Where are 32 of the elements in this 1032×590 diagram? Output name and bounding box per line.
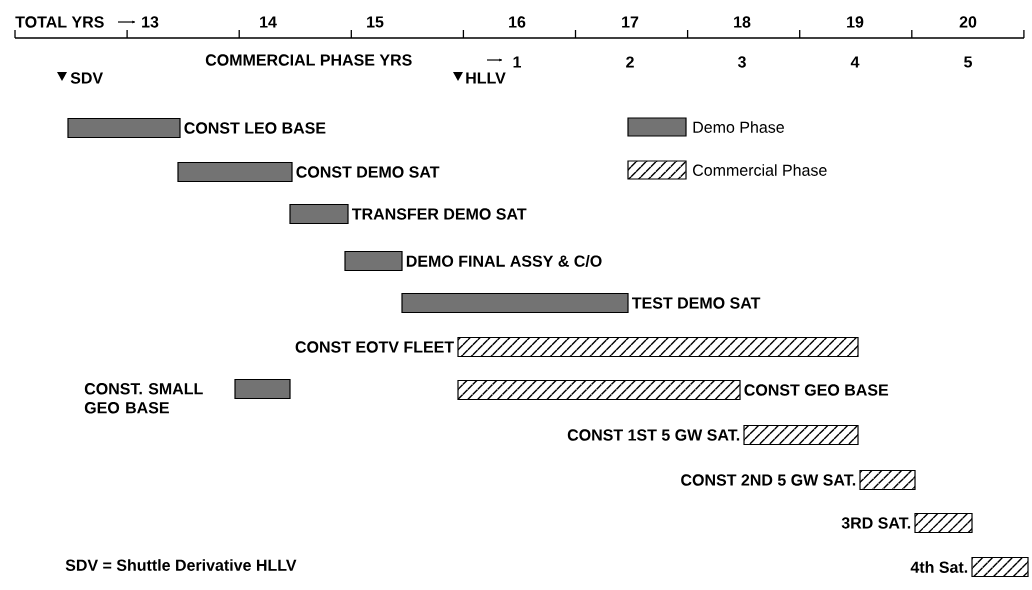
task-label: TRANSFER DEMO SAT <box>352 208 527 220</box>
year-number: 13 <box>142 16 159 28</box>
year-number: 19 <box>847 16 864 28</box>
year-number: 5 <box>964 56 972 68</box>
legend-label: Demo Phase <box>693 121 784 133</box>
task-label: CONST 2ND 5 GW SAT. <box>681 474 856 486</box>
marker-label: HLLV <box>466 72 506 84</box>
year-number: 3 <box>737 56 746 68</box>
year-number: 15 <box>367 16 384 28</box>
task-label: CONST EOTV FLEET <box>295 341 454 353</box>
axis-label: TOTAL YRS <box>15 16 104 28</box>
year-number: 18 <box>734 16 751 28</box>
year-number: 2 <box>626 56 634 68</box>
task-label: DEMO FINAL ASSY & C/O <box>406 255 602 267</box>
task-label: 3RD SAT. <box>841 517 911 529</box>
task-label: TEST DEMO SAT <box>632 297 761 309</box>
task-label: CONST GEO BASE <box>744 384 889 396</box>
axis-label: COMMERCIAL PHASE YRS <box>205 54 412 66</box>
note: SDV = Shuttle Derivative HLLV <box>65 559 297 571</box>
year-number: 17 <box>622 16 639 28</box>
year-number: 14 <box>260 16 277 28</box>
year-number: 16 <box>509 16 526 28</box>
task-label: CONST LEO BASE <box>184 122 326 134</box>
marker-label: SDV <box>70 72 103 84</box>
task-label: CONST. SMALL GEO BASE <box>84 383 203 414</box>
year-number: 4 <box>850 56 860 68</box>
year-number: 20 <box>959 16 977 28</box>
legend-label: Commercial Phase <box>693 164 827 176</box>
task-label: 4th Sat. <box>910 561 968 573</box>
year-number: 1 <box>513 56 521 68</box>
task-label: CONST DEMO SAT <box>296 166 440 178</box>
task-label: CONST 1ST 5 GW SAT. <box>567 429 740 441</box>
